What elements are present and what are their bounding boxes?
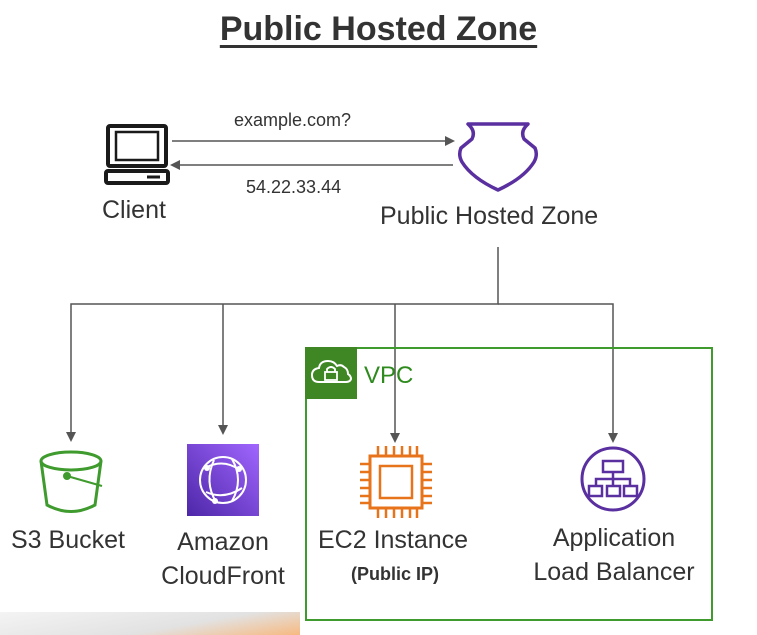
alb-label-line2: Load Balancer	[533, 558, 695, 586]
cloudfront-icon	[187, 444, 259, 516]
alb-label-line1: Application	[552, 524, 676, 552]
ec2-chip-icon	[360, 446, 432, 518]
s3-label: S3 Bucket	[11, 526, 125, 554]
ec2-label: EC2 Instance	[318, 526, 469, 554]
ec2-note: (Public IP)	[350, 564, 439, 584]
shield-icon	[457, 122, 539, 192]
decorative-footer-strip	[0, 612, 300, 635]
computer-icon	[104, 124, 170, 185]
vpc-cloud-lock-icon	[310, 359, 353, 383]
query-label: example.com?	[234, 110, 352, 130]
vpc-label: VPC	[364, 362, 414, 389]
vpc-boundary	[305, 347, 713, 621]
vpc-badge	[305, 347, 357, 399]
client-label: Client	[102, 196, 166, 224]
routing-tree	[66, 247, 618, 443]
s3-bucket-icon	[39, 450, 103, 513]
load-balancer-icon	[580, 446, 646, 512]
answer-label: 54.22.33.44	[246, 177, 342, 197]
page-title: Public Hosted Zone	[219, 10, 538, 48]
hosted-zone-label: Public Hosted Zone	[380, 202, 599, 230]
cloudfront-label-line1: Amazon	[177, 528, 269, 556]
cloudfront-label-line2: CloudFront	[161, 562, 285, 590]
